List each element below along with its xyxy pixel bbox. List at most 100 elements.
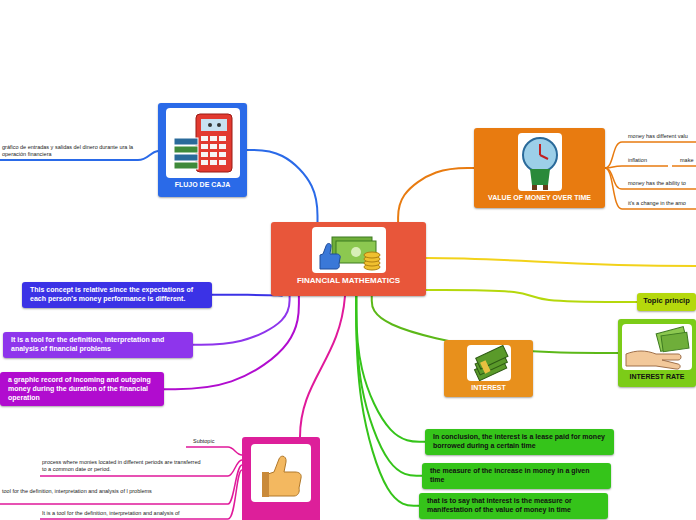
topic-icon [312, 227, 386, 273]
drawing-part [672, 165, 696, 167]
drawing-part [661, 332, 689, 351]
branch-connector [356, 296, 425, 442]
drawing-part [201, 160, 208, 165]
drawing-part [201, 136, 208, 141]
branch-connector [426, 290, 637, 302]
drawing-part [626, 351, 681, 369]
drawing-part [364, 252, 380, 258]
subtopic-text: make [680, 157, 693, 164]
subtopic-text: money has the ability to [628, 180, 686, 187]
subtopic-text: inflation [628, 157, 647, 164]
drawing-part [540, 144, 548, 159]
topic-icon [622, 324, 692, 370]
drawing-part [351, 247, 361, 257]
drawing-part [605, 168, 696, 209]
thumbs-node [242, 437, 320, 520]
subtopic-text: Subtopic [193, 438, 214, 445]
drawing-part [530, 169, 550, 185]
drawing-part [201, 152, 208, 157]
drawing-part [210, 144, 217, 149]
topic-text: Topic princip [641, 296, 692, 305]
floating-topic: a graphic record of incoming and outgoin… [0, 372, 164, 406]
drawing-part [320, 243, 340, 269]
drawing-part [186, 447, 242, 455]
subtopic-text: process where monies located in differen… [42, 459, 202, 473]
icon-ground [312, 227, 386, 273]
drawing-part [605, 142, 696, 168]
branch-line [300, 296, 345, 437]
drawing-part [0, 465, 242, 504]
topic-text: It is a tool for the definition, interpr… [11, 336, 185, 354]
icon-ground [518, 133, 562, 191]
topic-title: FLUJO DE CAJA [161, 181, 244, 190]
branch-connector [398, 168, 474, 222]
drawing-part [543, 185, 548, 190]
icon-ground [166, 108, 240, 178]
main-topic: Topic princip [637, 293, 696, 311]
branch-connector [247, 150, 318, 222]
topic-text: that is to say that interest is the meas… [427, 497, 600, 515]
drawing-part [201, 144, 208, 149]
drawing-part [174, 154, 198, 161]
drawing-part [217, 123, 221, 127]
drawing-part [219, 144, 226, 149]
central-topic: FINANCIAL MATHEMATICS [271, 222, 426, 296]
floating-topic: INTEREST [444, 340, 533, 397]
clock-icon [523, 138, 557, 190]
subtopic-text: tool for the definition, interpretation … [2, 488, 152, 495]
branch-connector [356, 296, 422, 476]
subtopic-box: In conclusion, the interest is a lease p… [425, 429, 614, 455]
drawing-part [219, 136, 226, 141]
floating-topic: This concept is relative since the expec… [22, 282, 212, 308]
drawing-part [40, 460, 242, 476]
drawing-part [219, 160, 226, 165]
drawing-part [40, 470, 242, 519]
subtopic-text: It is a tool for the definition, interpr… [42, 510, 180, 517]
note-text: gráfico de entradas y salidas del dinero… [2, 144, 148, 158]
topic-title: FINANCIAL MATHEMATICS [274, 276, 423, 286]
drawing-part [219, 152, 226, 157]
topic-icon [518, 133, 562, 191]
branch-line [426, 258, 696, 266]
icon-ground [622, 324, 692, 370]
branch-connector [356, 296, 419, 506]
drawing-part [208, 123, 212, 127]
cash-icon [474, 345, 507, 380]
drawing-part [262, 472, 269, 497]
drawing-part [196, 114, 232, 172]
floating-topic: It is a tool for the definition, interpr… [3, 332, 193, 358]
calc-icon [174, 114, 232, 172]
subtopic-text: it's a change in the amo [628, 200, 686, 207]
branch-lines [0, 447, 242, 519]
topic-text: the measure of the increase in money in … [430, 467, 603, 485]
drawing-part [210, 136, 217, 141]
topic-text: In conclusion, the interest is a lease p… [433, 433, 606, 451]
hand-icon [626, 327, 689, 369]
drawing-part [268, 456, 301, 496]
drawing-part [210, 152, 217, 157]
topic-icon [166, 108, 240, 178]
subtopic-box: that is to say that interest is the meas… [419, 493, 608, 519]
money-icon [320, 237, 380, 270]
icon-ground [467, 345, 511, 381]
drawing-part [605, 168, 696, 189]
drawing-part [480, 360, 491, 373]
drawing-part [174, 162, 198, 169]
drawing-part [532, 185, 537, 190]
topic-text: This concept is relative since the expec… [30, 286, 204, 304]
topic-title: INTEREST [447, 384, 530, 393]
drawing-part [475, 345, 507, 369]
topic-title: INTEREST RATE [621, 373, 693, 382]
subtopic-box: the measure of the increase in money in … [422, 463, 611, 489]
drawing-part [201, 119, 227, 131]
branch-lines [605, 142, 696, 209]
drawing-part [605, 166, 668, 168]
subtopic-text: money has different valu [628, 133, 688, 140]
topic-title: VALUE OF MONEY OVER TIME [477, 194, 602, 203]
drawing-part [210, 160, 217, 165]
topic-icon [467, 345, 511, 381]
drawing-part [242, 437, 320, 520]
topic-text: a graphic record of incoming and outgoin… [8, 376, 156, 402]
main-topic: VALUE OF MONEY OVER TIME [474, 128, 605, 208]
drawing-part [174, 138, 198, 145]
